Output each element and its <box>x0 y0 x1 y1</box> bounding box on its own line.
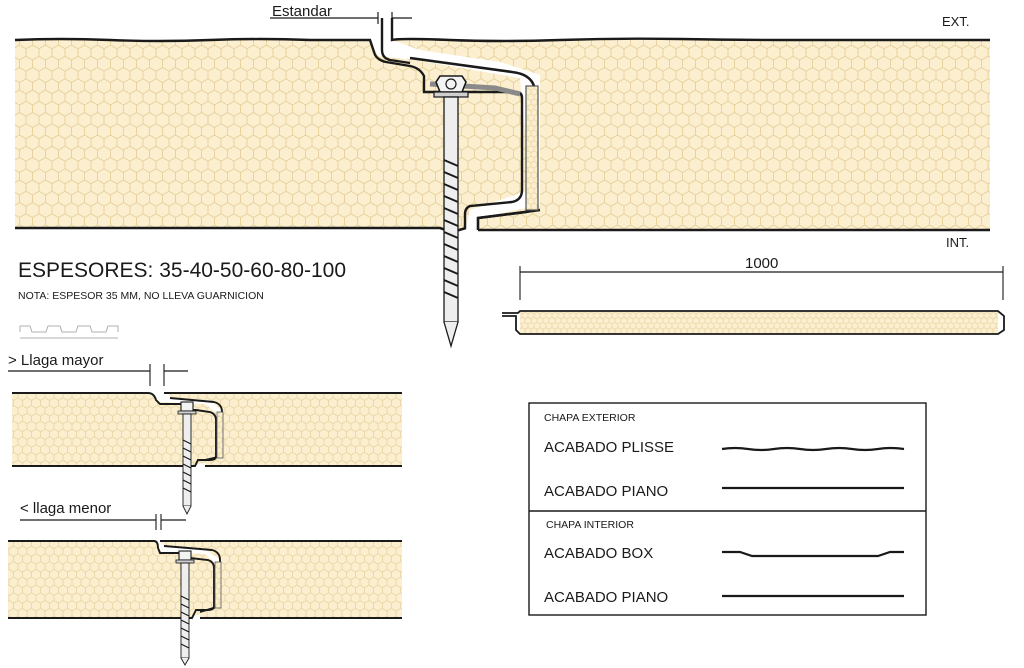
width-dimension-label: 1000 <box>745 255 778 272</box>
exterior-skin-left <box>14 37 524 228</box>
box-profile-line <box>722 550 904 558</box>
interior-finish-box-label: ACABADO BOX <box>544 545 653 562</box>
exterior-sheet-heading: CHAPA EXTERIOR <box>544 412 636 424</box>
exterior-label: EXT. <box>942 14 969 29</box>
thickness-note: NOTA: ESPESOR 35 MM, NO LLEVA GUARNICION <box>18 290 264 302</box>
interior-sheet-heading: CHAPA INTERIOR <box>546 519 634 531</box>
main-panel-section: Estandar EXT. INT. <box>14 3 990 349</box>
screw-smaller-gap <box>175 550 195 666</box>
exterior-finish-flat-label: ACABADO PIANO <box>544 483 668 500</box>
right-panel-foam <box>392 40 990 230</box>
thickness-title: ESPESORES: 35-40-50-60-80-100 <box>18 259 346 282</box>
exterior-finish-plisse-label: ACABADO PLISSE <box>544 439 674 456</box>
larger-gap-label: > Llaga mayor <box>8 352 103 369</box>
interior-label: INT. <box>946 235 969 250</box>
box-profile-sketch <box>19 325 119 339</box>
standard-gap-label: Estandar <box>272 3 332 20</box>
finish-legend: CHAPA EXTERIOR ACABADO PLISSE ACABADO PI… <box>528 402 927 616</box>
smaller-gap-section: < llaga menor <box>8 500 402 666</box>
exterior-skin-right <box>380 18 990 65</box>
smaller-gap-label: < llaga menor <box>20 500 111 517</box>
panel-width-section: 1000 <box>502 255 1005 335</box>
larger-gap-section: > Llaga mayor <box>8 352 402 516</box>
self-drilling-screw <box>433 75 469 349</box>
gasket-strip <box>525 85 539 211</box>
screw-larger-gap <box>177 401 197 516</box>
interior-finish-flat-label: ACABADO PIANO <box>544 589 668 606</box>
plisse-profile-line <box>721 446 905 452</box>
left-panel-foam <box>15 40 530 228</box>
